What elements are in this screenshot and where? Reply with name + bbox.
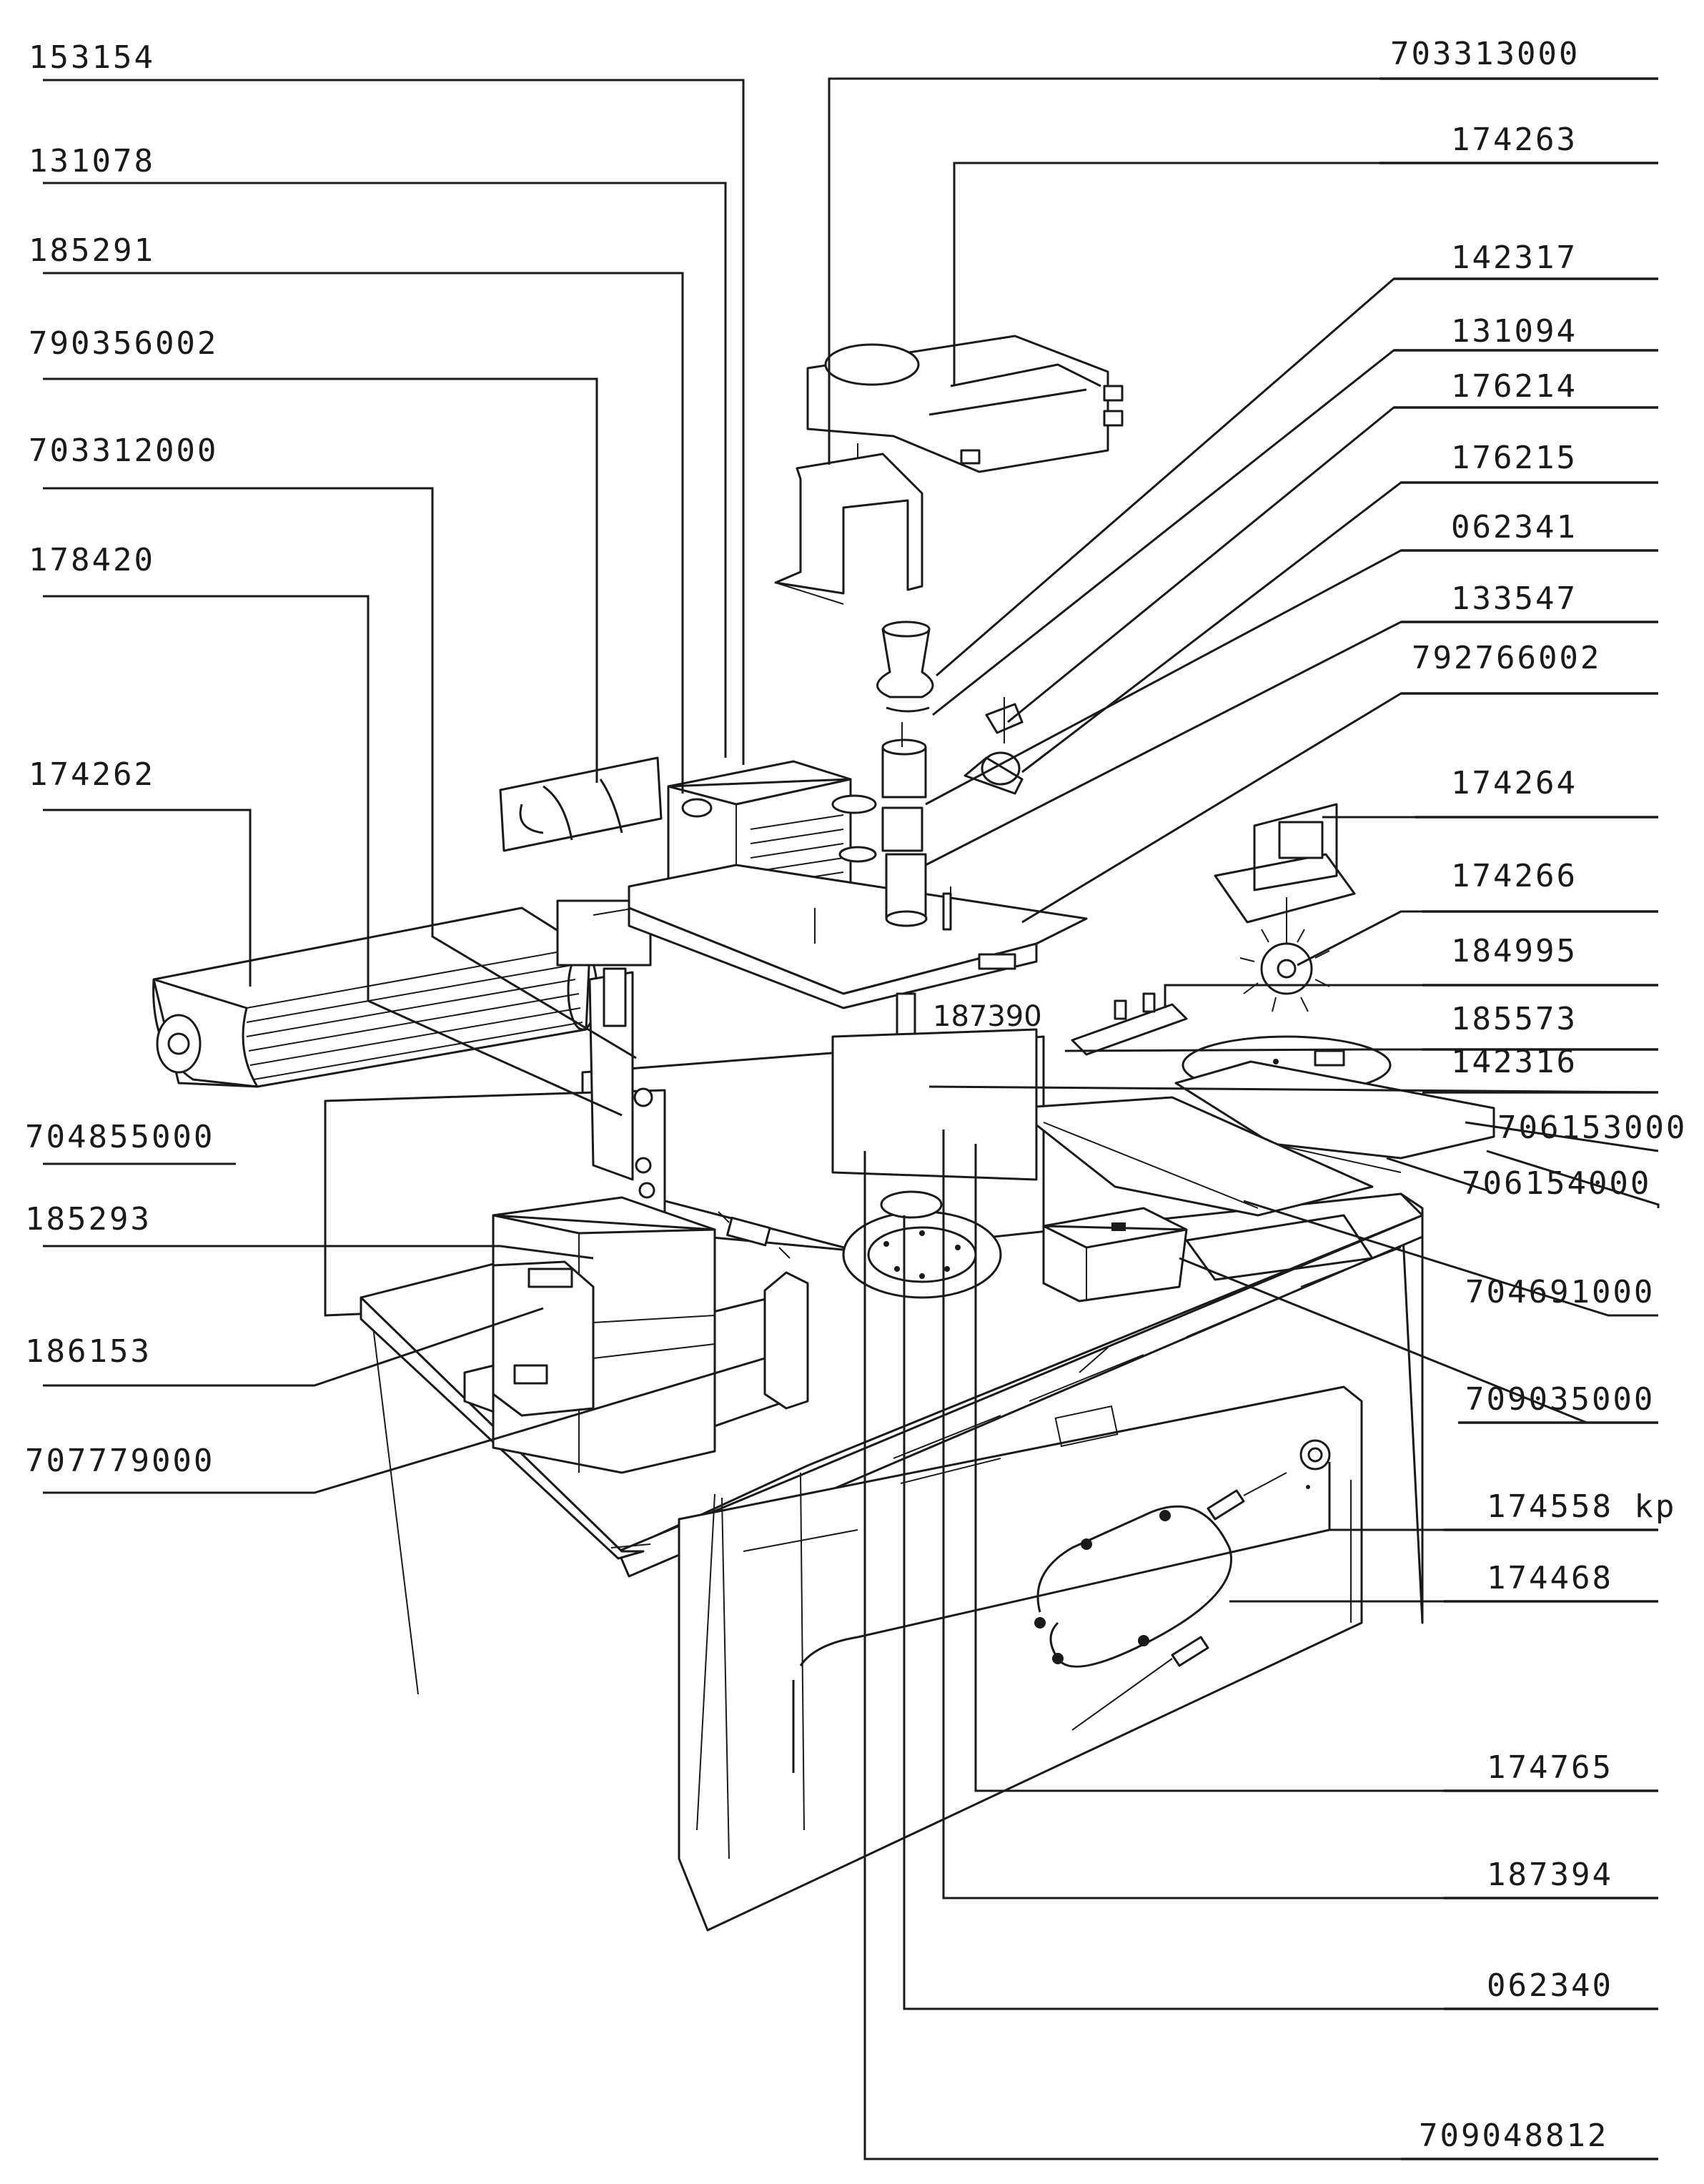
part-label: 186153 (25, 1333, 152, 1370)
part-label: 184995 (1451, 933, 1577, 969)
part-label: 792766002 (1412, 640, 1601, 676)
part-label: 062341 (1451, 509, 1577, 545)
center-coupler (831, 992, 1038, 1181)
part-label: 187394 (1487, 1857, 1613, 1893)
part-label: 178420 (29, 542, 155, 578)
part-label: 142317 (1451, 239, 1577, 276)
inline-labels: 187390 (933, 1000, 1042, 1033)
stirrer-motor (1214, 803, 1356, 1012)
part-label: 187390 (933, 1000, 1042, 1033)
lamp-holder (1299, 1439, 1331, 1489)
part-label: 790356002 (29, 325, 218, 362)
part-label: 131078 (29, 143, 155, 179)
part-label: 174266 (1451, 858, 1577, 894)
part-label: 185573 (1451, 1001, 1577, 1037)
part-label: 174468 (1487, 1560, 1613, 1596)
part-label: 703312000 (29, 433, 218, 469)
turntable-base (842, 1190, 1002, 1299)
part-label: 174558 kp (1487, 1488, 1676, 1525)
part-label: 703313000 (1390, 36, 1580, 72)
part-label: 133547 (1451, 580, 1577, 617)
left-labels: 153154 131078 185291 790356002 703312000… (25, 39, 218, 1479)
part-label: 709035000 (1465, 1381, 1655, 1418)
part-label: 704691000 (1465, 1274, 1655, 1310)
part-label: 706153000 (1497, 1110, 1687, 1146)
stirrer-shaft-stack (876, 621, 952, 931)
part-label: 174264 (1451, 765, 1577, 801)
part-label: 174263 (1451, 122, 1577, 158)
part-label: 174765 (1487, 1749, 1613, 1786)
relay-bracket (774, 453, 923, 605)
top-relay (806, 335, 1124, 473)
diode-bracket (763, 1271, 809, 1410)
part-label: 153154 (29, 39, 155, 76)
part-label: 142316 (1451, 1044, 1577, 1080)
part-label: 185293 (25, 1201, 152, 1237)
label-underlines (1379, 77, 1658, 2160)
part-label: 704855000 (25, 1119, 214, 1155)
waveguide-plate (1014, 1096, 1374, 1217)
part-label: 176214 (1451, 368, 1577, 405)
harness-cable (1034, 1472, 1287, 1731)
wall-bracket (499, 756, 663, 852)
part-label: 131094 (1451, 313, 1577, 350)
part-label: 174262 (29, 756, 155, 793)
part-label: 709048812 (1419, 2118, 1608, 2154)
resistor-part (1071, 992, 1188, 1056)
transformer (492, 1196, 716, 1474)
fan-assembly (152, 906, 598, 1088)
part-label: 062340 (1487, 1967, 1613, 2004)
switch-clips (964, 697, 1024, 795)
part-label: 176215 (1451, 440, 1577, 476)
mounting-plate (628, 864, 1088, 1009)
cover-box (1042, 1207, 1374, 1303)
part-label: 707779000 (25, 1443, 214, 1479)
part-label: 706154000 (1462, 1165, 1651, 1202)
right-labels: 703313000 174263 142317 131094 176214 17… (1390, 36, 1687, 2154)
capacitor (718, 1211, 791, 1259)
part-label: 185291 (29, 232, 155, 269)
